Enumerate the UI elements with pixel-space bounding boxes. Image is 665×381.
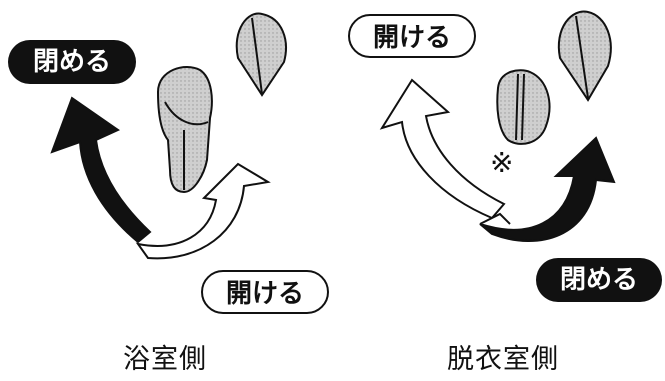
right-open-label: 開ける <box>348 14 476 58</box>
right-slotted-knob <box>496 69 551 145</box>
right-open-arrow <box>379 78 506 220</box>
left-small-knob <box>235 12 287 97</box>
right-caption: 脱衣室側 <box>447 344 559 375</box>
left-lever-handle <box>156 66 213 194</box>
left-caption: 浴室側 <box>123 344 207 375</box>
right-large-knob <box>557 10 612 102</box>
right-close-arrow <box>479 136 616 242</box>
left-open-arrow <box>135 162 271 260</box>
left-close-label: 閉める <box>8 40 136 84</box>
note-mark: ※ <box>490 146 514 179</box>
left-close-arrow <box>50 96 152 244</box>
right-close-label: 閉める <box>536 258 662 302</box>
left-open-label: 開ける <box>201 270 329 314</box>
